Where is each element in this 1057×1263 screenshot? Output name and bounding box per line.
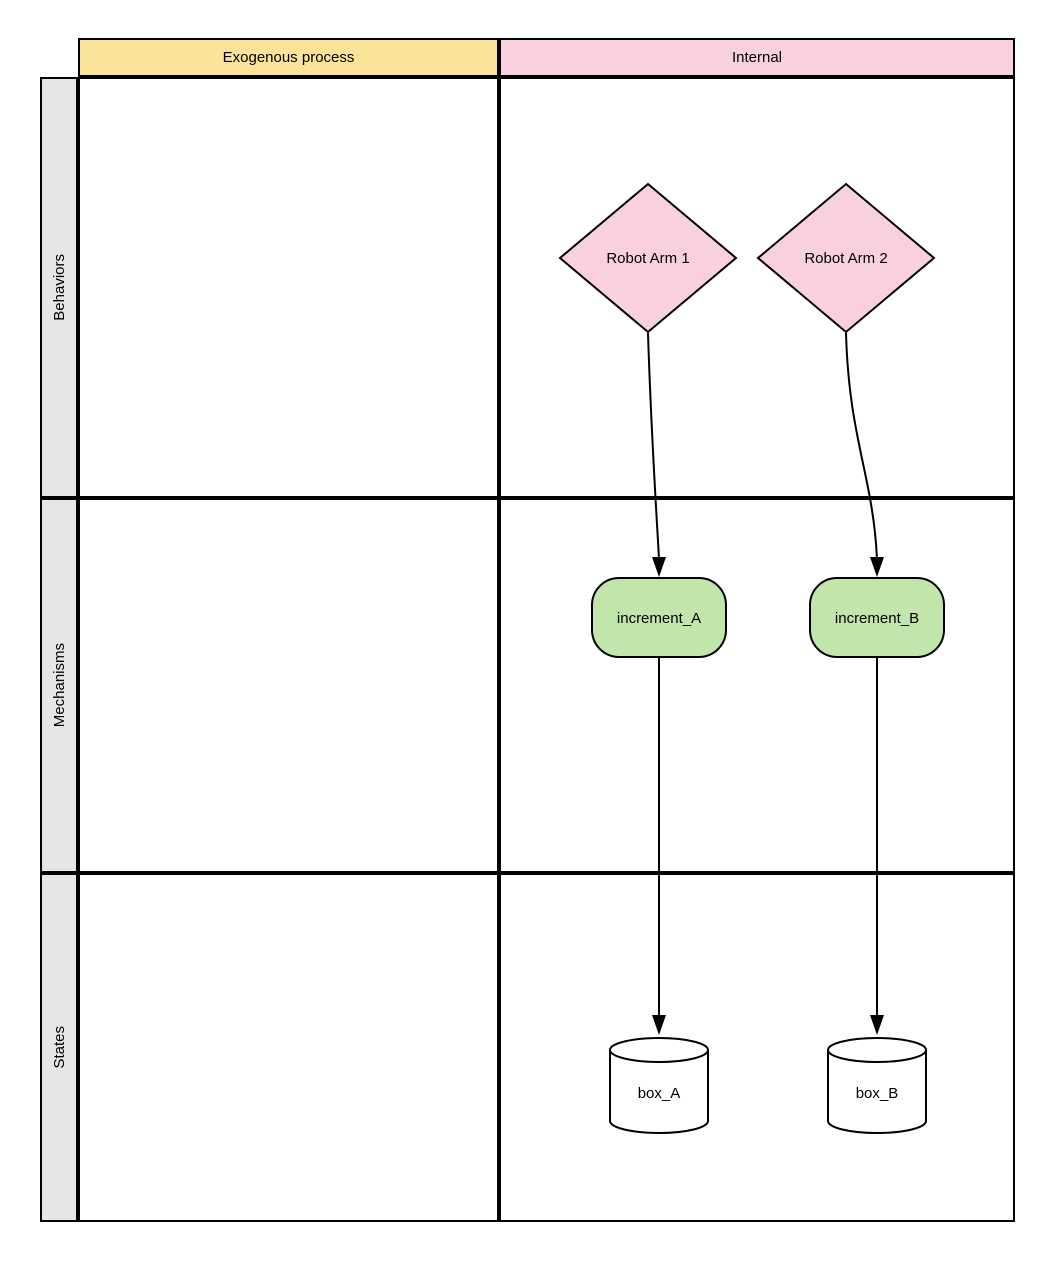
column-header-exogenous-label: Exogenous process bbox=[222, 49, 355, 66]
edge-arrowhead-icon bbox=[870, 1015, 884, 1035]
cell-mechanisms-exogenous bbox=[78, 498, 499, 873]
cylinder-lid-line bbox=[609, 1049, 709, 1063]
node-increment-a[interactable]: increment_A bbox=[591, 577, 727, 658]
node-robot-arm-1-label: Robot Arm 1 bbox=[606, 250, 689, 267]
node-increment-b-label: increment_B bbox=[835, 610, 919, 627]
cell-behaviors-internal bbox=[499, 77, 1015, 498]
diamond-shape[interactable] bbox=[756, 182, 936, 334]
edge-arrowhead-icon bbox=[652, 1015, 666, 1035]
edge-robot-arm-2-to-increment-b[interactable] bbox=[845, 332, 884, 577]
cylinder-shape[interactable] bbox=[609, 1037, 709, 1134]
cell-states-exogenous bbox=[78, 873, 499, 1222]
edge-arrowhead-icon bbox=[652, 557, 666, 577]
edge-increment-b-to-box-b[interactable] bbox=[870, 657, 884, 1035]
row-header-mechanisms: Mechanisms bbox=[40, 498, 78, 873]
node-increment-a-label: increment_A bbox=[617, 610, 701, 627]
edge-line bbox=[647, 332, 660, 560]
column-header-internal: Internal bbox=[499, 38, 1015, 77]
node-robot-arm-2[interactable]: Robot Arm 2 bbox=[756, 182, 936, 334]
cell-behaviors-exogenous bbox=[78, 77, 499, 498]
rounded-rect-shape[interactable] bbox=[591, 577, 727, 658]
cell-mechanisms-internal bbox=[499, 498, 1015, 873]
node-box-b[interactable]: box_B bbox=[827, 1037, 927, 1134]
node-increment-b[interactable]: increment_B bbox=[809, 577, 945, 658]
column-header-internal-label: Internal bbox=[731, 49, 783, 66]
edge-increment-a-to-box-a[interactable] bbox=[652, 657, 666, 1035]
node-robot-arm-2-label: Robot Arm 2 bbox=[804, 250, 887, 267]
node-box-b-label: box_B bbox=[856, 1085, 899, 1102]
node-box-a[interactable]: box_A bbox=[609, 1037, 709, 1134]
cell-states-internal bbox=[499, 873, 1015, 1222]
edge-robot-arm-1-to-increment-a[interactable] bbox=[647, 332, 666, 577]
cylinder-shape[interactable] bbox=[827, 1037, 927, 1134]
row-header-behaviors: Behaviors bbox=[40, 77, 78, 498]
column-header-exogenous: Exogenous process bbox=[78, 38, 499, 77]
node-box-a-label: box_A bbox=[638, 1085, 681, 1102]
rounded-rect-shape[interactable] bbox=[809, 577, 945, 658]
node-robot-arm-1[interactable]: Robot Arm 1 bbox=[558, 182, 738, 334]
cylinder-lid-line bbox=[827, 1049, 927, 1063]
diamond-shape[interactable] bbox=[558, 182, 738, 334]
edge-line bbox=[845, 332, 878, 560]
edge-arrowhead-icon bbox=[870, 557, 884, 577]
row-header-states: States bbox=[40, 873, 78, 1222]
